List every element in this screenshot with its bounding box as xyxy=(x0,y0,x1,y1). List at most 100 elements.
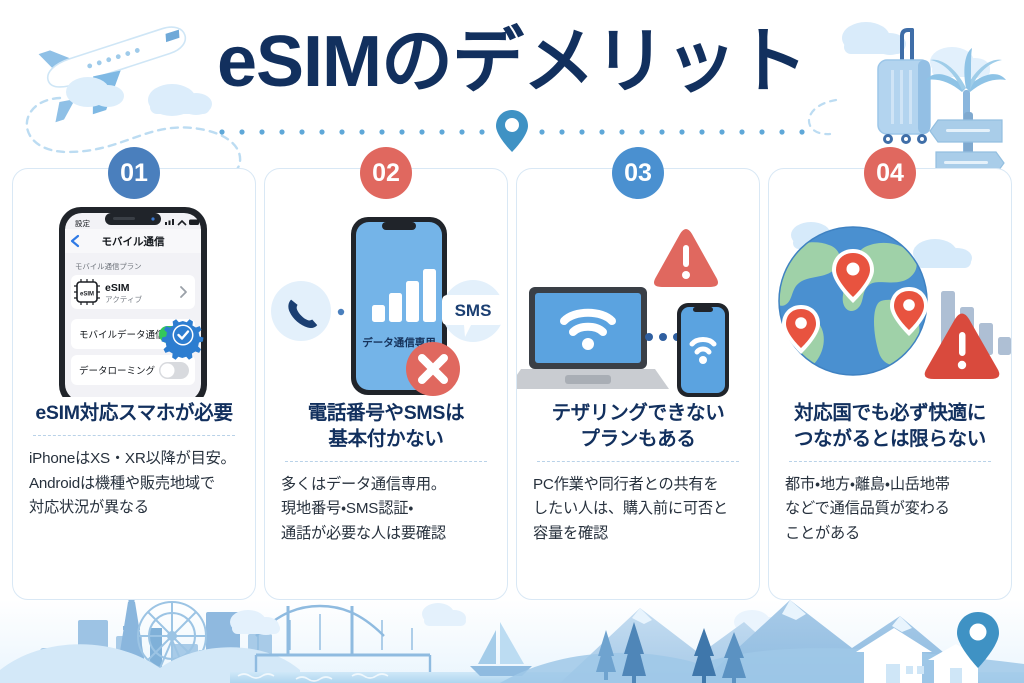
badge-number-01: 01 xyxy=(108,147,160,199)
mountain-snowcap xyxy=(892,616,912,632)
badge-number-02: 02 xyxy=(360,147,412,199)
map-pin-icon xyxy=(957,612,999,668)
phone-screen-label: データ通信専用 xyxy=(362,336,436,349)
sms-bubble-icon: SMS xyxy=(442,295,503,337)
card-03[interactable]: 03 xyxy=(516,147,760,600)
body-line: ことがある xyxy=(785,525,860,543)
divider xyxy=(789,460,991,462)
card-01-illustration: 設定 モバイル通信 モバイル通信プラン xyxy=(13,169,255,397)
house-icon xyxy=(928,644,984,683)
bridge-icon xyxy=(254,604,432,672)
water xyxy=(230,672,1024,683)
wifi-icon xyxy=(689,337,717,364)
headline-line: 基本付かない xyxy=(328,427,444,450)
svg-text:eSIM: eSIM xyxy=(80,292,94,298)
warning-triangle-icon xyxy=(654,229,718,287)
warning-triangle-icon xyxy=(924,313,1000,379)
svg-text:アクティブ: アクティブ xyxy=(105,294,143,304)
svg-text:モバイル通信: モバイル通信 xyxy=(102,235,165,248)
body-line: 現地番号・SMS認証・ xyxy=(281,500,414,518)
cards-row: 01 設定 xyxy=(0,147,1024,600)
toggle-off-icon xyxy=(159,362,189,379)
card-04-headline: 対応国でも必ず快適に つながるとは限らない xyxy=(783,401,997,453)
svg-text:eSIM: eSIM xyxy=(105,282,130,294)
cloud-icon xyxy=(230,610,280,635)
map-pin-icon xyxy=(832,249,874,303)
header-dotted-divider xyxy=(219,129,805,135)
divider xyxy=(537,460,739,462)
body-line: PC作業や同行者との共有を xyxy=(533,475,719,493)
house-icon xyxy=(856,628,932,683)
body-line: したい人は、購入前に可否と xyxy=(533,500,728,518)
chevron-right-icon xyxy=(180,286,187,298)
body-line: iPhoneはXS・XR以降が目安。 xyxy=(29,449,236,467)
svg-text:モバイルデータ通信: モバイルデータ通信 xyxy=(79,329,165,341)
phone-circle-bg xyxy=(271,281,331,341)
mountain-snowcap xyxy=(782,600,806,620)
badge-number-04: 04 xyxy=(864,147,916,199)
tower-icon xyxy=(117,592,146,670)
x-mark-icon xyxy=(406,342,460,396)
esim-chip-icon: eSIM xyxy=(74,279,100,305)
map-pin-icon xyxy=(890,287,928,336)
city-skyline-icon xyxy=(40,612,272,670)
body-line: 多くはデータ通信専用。 xyxy=(281,475,446,493)
card-02[interactable]: 02 xyxy=(264,147,508,600)
phone-handset-icon xyxy=(288,299,318,328)
divider xyxy=(285,460,487,462)
wifi-icon xyxy=(560,308,616,350)
card-04-illustration xyxy=(769,169,1011,397)
mountain-icon xyxy=(560,608,812,683)
headline-line: つながるとは限らない xyxy=(793,427,986,450)
headline-line: eSIM対応スマホが必要 xyxy=(35,402,233,424)
cloud-icon xyxy=(422,603,466,626)
card-01-body: iPhoneはXS・XR以降が目安。 Androidは機種や販売地域で 対応状況… xyxy=(27,447,241,521)
card-04-body: 都市・地方・離島・山岳地帯 などで通信品質が変わる ことがある xyxy=(783,473,997,547)
pine-tree-icon xyxy=(596,630,616,680)
cloud-icon xyxy=(734,610,784,635)
wifi-icon xyxy=(177,219,187,226)
foreground-hill xyxy=(500,648,1024,683)
card-04[interactable]: 04 xyxy=(768,147,1012,600)
map-pin-icon xyxy=(782,305,820,354)
pine-tree-icon xyxy=(722,632,746,683)
badge-number-03: 03 xyxy=(612,147,664,199)
card-03-illustration xyxy=(517,169,759,397)
body-line: Androidは機種や販売地域で xyxy=(29,474,215,492)
svg-text:モバイル通信プラン: モバイル通信プラン xyxy=(75,262,142,271)
pine-tree-icon xyxy=(692,628,716,683)
header: eSIMのデメリット xyxy=(0,0,1024,152)
hill xyxy=(0,644,300,683)
body-line: 都市・地方・離島・山岳地帯 xyxy=(785,475,950,493)
body-line: などで通信品質が変わる xyxy=(785,500,950,518)
card-02-text: 電話番号やSMSは 基本付かない 多くはデータ通信専用。 現地番号・SMS認証・… xyxy=(265,401,507,547)
divider xyxy=(33,434,235,436)
svg-text:SMS: SMS xyxy=(455,301,492,320)
card-01[interactable]: 01 設定 xyxy=(12,147,256,600)
water-ripples xyxy=(237,673,389,682)
card-03-body: PC作業や同行者との共有を したい人は、購入前に可否と 容量を確認 xyxy=(531,473,745,547)
signal-bars-icon xyxy=(372,269,436,322)
small-building-icon xyxy=(198,650,222,670)
card-02-illustration: データ通信専用 SMS xyxy=(265,169,507,397)
battery-icon xyxy=(189,219,199,225)
gear-check-icon xyxy=(161,319,204,360)
card-02-headline: 電話番号やSMSは 基本付かない xyxy=(279,401,493,453)
map-pin-icon xyxy=(496,110,528,152)
card-03-text: テザリングできない プランもある PC作業や同行者との共有を したい人は、購入前… xyxy=(517,401,759,547)
body-line: 容量を確認 xyxy=(533,525,608,543)
headline-line: テザリングできない xyxy=(551,402,725,424)
pine-tree-icon xyxy=(622,622,646,683)
fence-icon xyxy=(906,666,924,674)
sailboat-icon xyxy=(470,622,532,676)
cloud-icon xyxy=(913,239,972,268)
card-01-headline: eSIM対応スマホが必要 xyxy=(27,401,241,427)
card-03-headline: テザリングできない プランもある xyxy=(531,401,745,453)
headline-line: 電話番号やSMSは xyxy=(307,402,465,424)
svg-text:データローミング: データローミング xyxy=(79,365,156,377)
card-02-body: 多くはデータ通信専用。 現地番号・SMS認証・ 通話が必要な人は要確認 xyxy=(279,473,493,547)
headline-line: プランもある xyxy=(580,427,696,450)
mountain-icon xyxy=(700,600,980,683)
svg-text:設定: 設定 xyxy=(75,219,90,228)
